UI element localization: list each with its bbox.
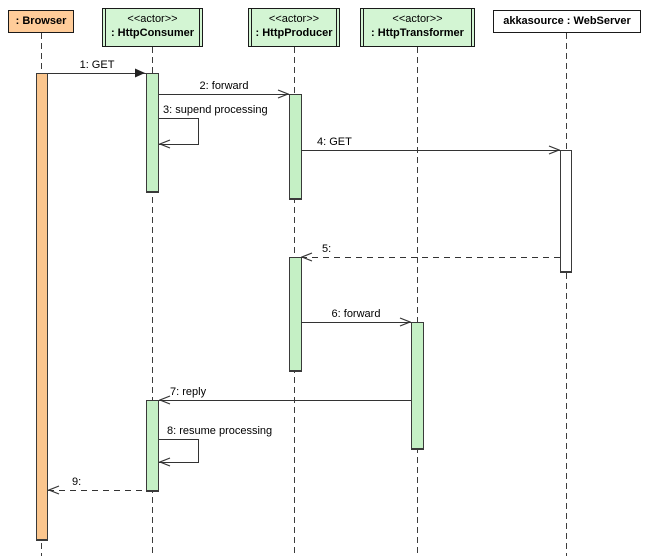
- message-label: 1: GET: [79, 59, 115, 71]
- self-message-return-line: [159, 144, 199, 145]
- self-message-out-line: [159, 439, 199, 440]
- activation-httpconsumer-2: [146, 400, 159, 492]
- self-message-return-line: [159, 462, 199, 463]
- stereotype-label: <<actor>>: [392, 13, 443, 25]
- activation-httpconsumer-1: [146, 73, 159, 193]
- message-label: 2: forward: [199, 80, 249, 92]
- message-label: 6: forward: [331, 308, 381, 320]
- async-arrowhead-icon: [277, 89, 289, 99]
- reply-arrowhead-icon: [48, 485, 60, 495]
- reply-arrowhead-icon: [301, 252, 313, 262]
- message-label: 7: reply: [170, 386, 207, 398]
- message-line: [301, 322, 411, 323]
- async-arrowhead-icon: [159, 139, 171, 149]
- message-label: 9:: [72, 476, 82, 488]
- message-line: [301, 150, 560, 151]
- participant-httpconsumer: <<actor>> : HttpConsumer: [102, 8, 203, 47]
- participant-label: : HttpProducer: [255, 27, 333, 39]
- message-line: [159, 94, 289, 95]
- participant-label: : HttpTransformer: [371, 27, 464, 39]
- participant-label: : Browser: [15, 15, 67, 27]
- participant-webserver: akkasource : WebServer: [493, 10, 641, 33]
- message-label: 3: supend processing: [163, 104, 268, 116]
- self-message-side-line: [198, 439, 199, 463]
- participant-httpproducer: <<actor>> : HttpProducer: [248, 8, 340, 47]
- sync-arrowhead-icon: [135, 68, 145, 78]
- async-arrowhead-icon: [159, 395, 171, 405]
- self-message-out-line: [159, 118, 199, 119]
- message-label: 8: resume processing: [167, 425, 273, 437]
- activation-webserver: [560, 150, 572, 273]
- message-line: [301, 257, 560, 258]
- participant-httptransformer: <<actor>> : HttpTransformer: [360, 8, 475, 47]
- message-line: [48, 490, 146, 491]
- participant-label: akkasource : WebServer: [503, 15, 631, 27]
- activation-browser: [36, 73, 48, 541]
- participant-browser: : Browser: [8, 10, 74, 33]
- async-arrowhead-icon: [159, 457, 171, 467]
- activation-httptransformer: [411, 322, 424, 450]
- stereotype-label: <<actor>>: [127, 13, 178, 25]
- activation-httpproducer-2: [289, 257, 302, 372]
- stereotype-label: <<actor>>: [268, 13, 320, 25]
- async-arrowhead-icon: [548, 145, 560, 155]
- lifeline-webserver: [566, 33, 567, 556]
- self-message-side-line: [198, 118, 199, 145]
- message-line: [48, 73, 146, 74]
- lifeline-httptransformer: [417, 47, 418, 556]
- activation-httpproducer-1: [289, 94, 302, 200]
- message-label: 5:: [322, 243, 332, 255]
- message-line: [159, 400, 411, 401]
- participant-label: : HttpConsumer: [110, 27, 195, 39]
- async-arrowhead-icon: [399, 317, 411, 327]
- message-label: 4: GET: [317, 136, 352, 148]
- lifeline-httpconsumer: [152, 47, 153, 556]
